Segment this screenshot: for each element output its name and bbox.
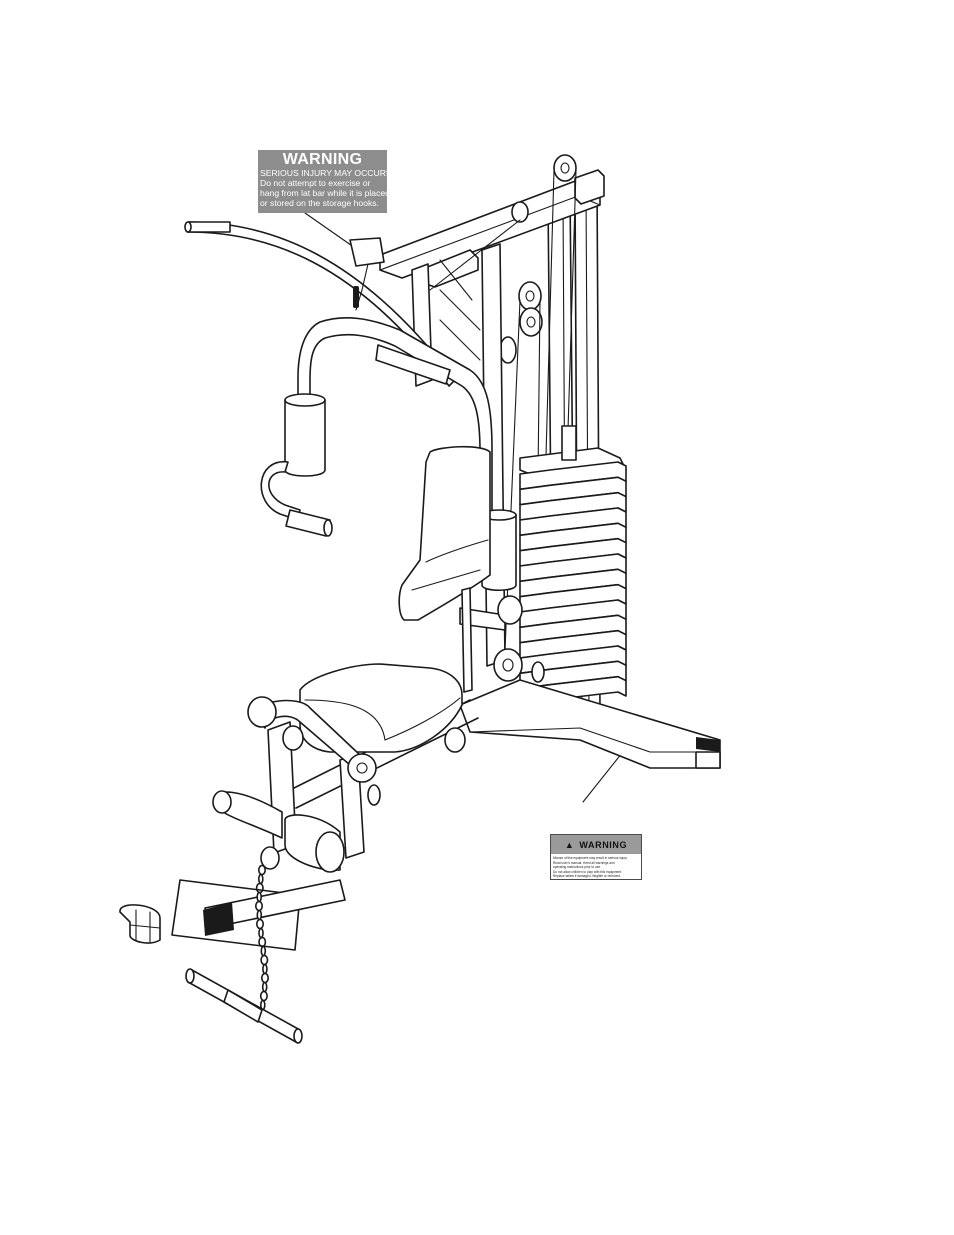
weight-stack (519, 425, 627, 705)
warning-title: WARNING (579, 839, 628, 850)
chain-link (260, 954, 269, 966)
leg-developer (212, 696, 381, 873)
chain-link (261, 981, 268, 993)
warning-line: Do not allow children to play with this … (553, 869, 622, 874)
chain-link (260, 972, 269, 984)
warning-title: WARNING (282, 151, 363, 168)
warning-line: hang from lat bar while it is placed (260, 188, 387, 198)
warning-line: operating instructions prior to use. (553, 865, 602, 870)
warning-line: Do not attempt to exercise or (260, 178, 371, 188)
warning-line: Replace labels if damaged, illegible or … (553, 874, 621, 879)
lat-bar (184, 221, 456, 387)
warning-header: ▲ WARNING (551, 835, 641, 854)
warning-line: Misuse of this equipment may result in s… (553, 856, 628, 860)
chain-link (258, 927, 264, 939)
chain-link (256, 909, 263, 921)
warning-label-lat-bar: WARNING SERIOUS INJURY MAY OCCUR! Do not… (258, 150, 387, 213)
chain-link (259, 990, 268, 1002)
warning-top-leader-line (304, 212, 359, 251)
upper-pulleys (499, 154, 577, 364)
warning-line: Read user's manual. Heed all warnings an… (553, 860, 615, 865)
seat-pad (299, 663, 466, 753)
front-base (171, 879, 346, 951)
chain-link (257, 873, 264, 885)
seat-back (398, 445, 491, 693)
warning-body: Misuse of this equipment may result in s… (551, 854, 641, 879)
chain-link (257, 864, 266, 876)
weight-plates (519, 461, 627, 705)
warning-triangle-icon: ▲ (564, 839, 575, 850)
chain-link (260, 945, 267, 957)
warning-line: or stored on the storage hooks. (260, 198, 379, 208)
handle-bar (185, 968, 303, 1044)
cable-clip (119, 904, 161, 944)
lower-pulleys (493, 595, 545, 683)
warning-base-leader-line (582, 747, 627, 803)
warning-line: SERIOUS INJURY MAY OCCUR! (260, 168, 387, 178)
warning-label-base: ▲ WARNING Misuse of this equipment may r… (550, 834, 642, 880)
chain-link (262, 963, 268, 975)
chain-link (256, 891, 263, 903)
chain (255, 864, 269, 1011)
